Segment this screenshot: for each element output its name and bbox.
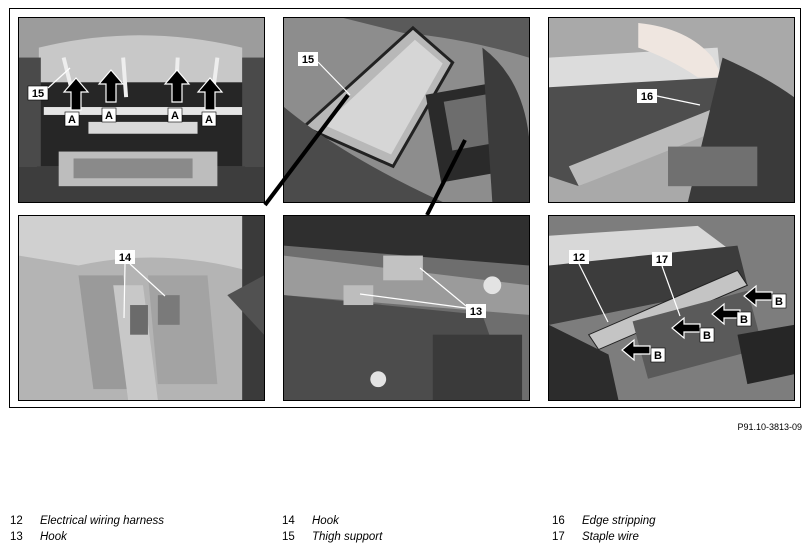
photo-hooks-rail: [283, 215, 530, 401]
photo-staple-wire: [548, 215, 795, 401]
photo-seat-cushion-side: [283, 17, 530, 203]
photo-edge-stripping: [548, 17, 795, 203]
photo-hook-closeup: [18, 215, 265, 401]
figure-reference: P91.10-3813-09: [737, 422, 802, 432]
photo-thigh-support-removal: [18, 17, 265, 203]
